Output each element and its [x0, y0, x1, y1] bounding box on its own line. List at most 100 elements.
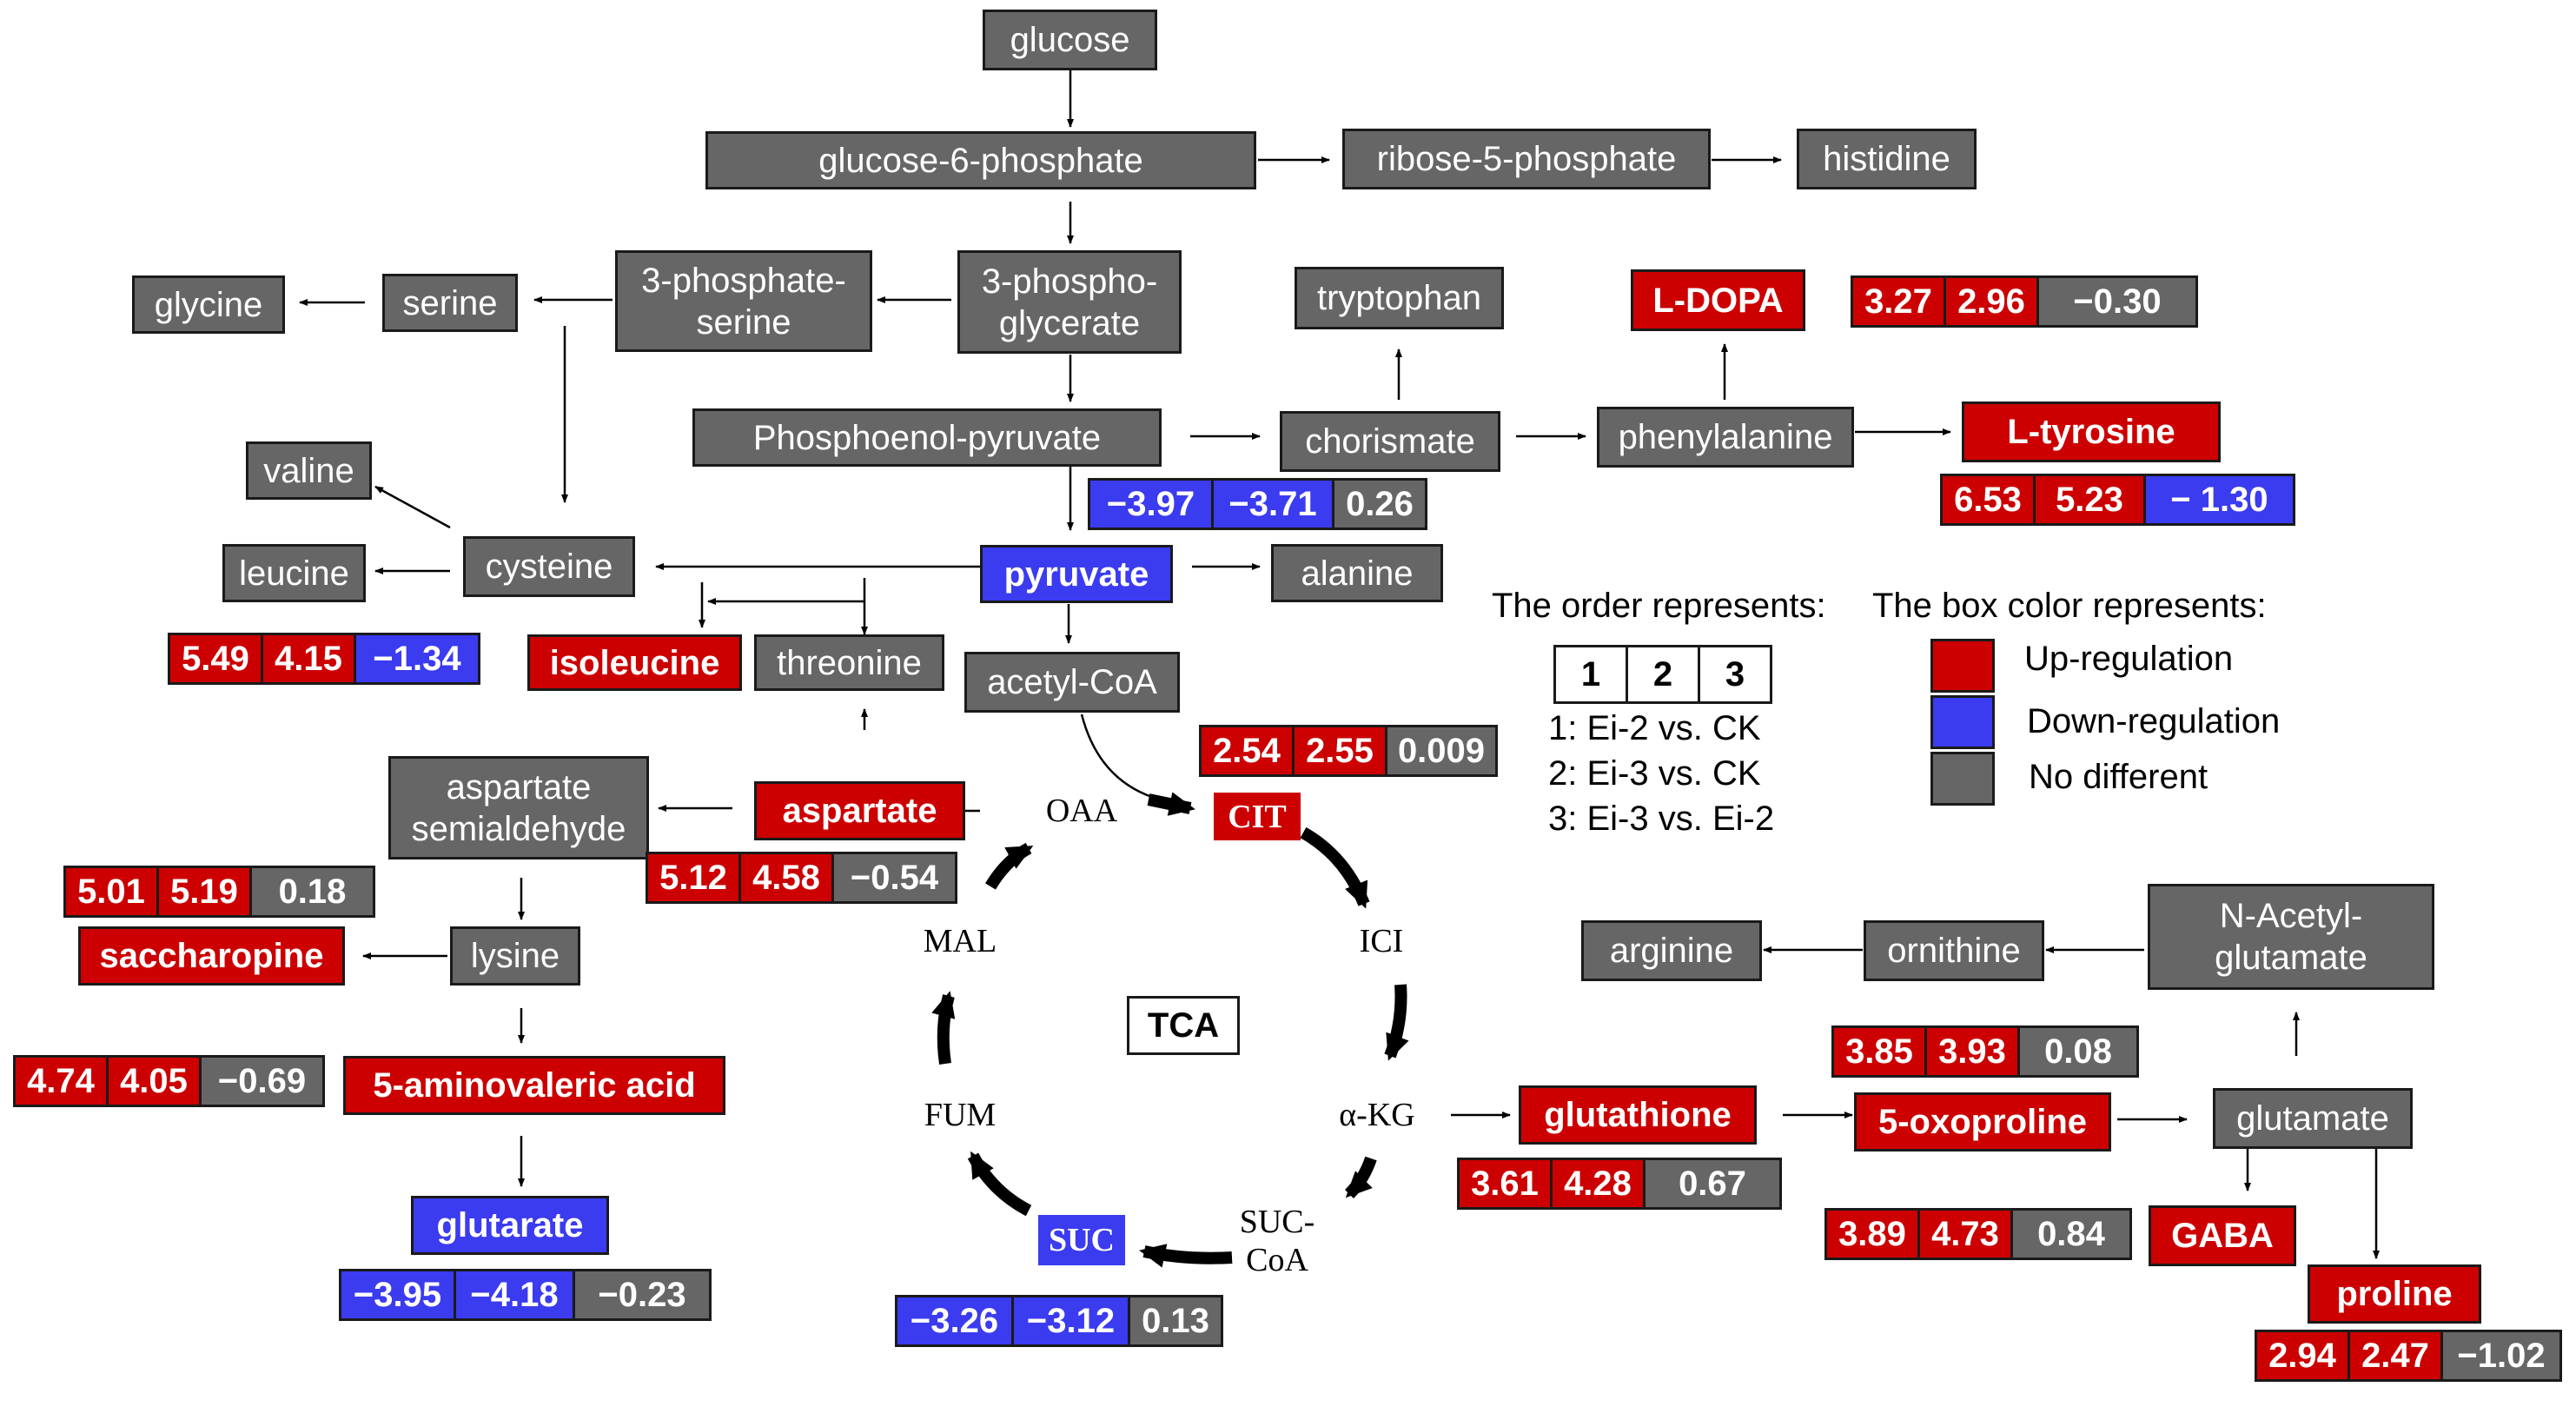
value-cell: 3.85: [1831, 1025, 1927, 1078]
legend-order-item: 1: Ei-2 vs. CK: [1548, 709, 1761, 747]
legend-color-title: The box color represents:: [1872, 587, 2267, 625]
node-ribose-5-phosphate: ribose-5-phosphate: [1342, 129, 1711, 189]
node-ornithine: ornithine: [1864, 920, 2044, 981]
node-l-dopa: L-DOPA: [1631, 269, 1805, 331]
value-cell: 0.26: [1332, 478, 1427, 530]
value-cell: 4.73: [1917, 1208, 2013, 1260]
value-cell: −3.12: [1011, 1295, 1130, 1347]
values-proline: 2.94 2.47 −1.02: [2255, 1330, 2562, 1382]
value-cell: −0.23: [573, 1269, 712, 1321]
values-suc: −3.26 −3.12 0.13: [895, 1295, 1223, 1347]
tca-fum: FUM: [924, 1097, 997, 1133]
value-cell: 2.96: [1944, 275, 2039, 328]
node-n-acetyl-glutamate-line1: N-Acetyl-: [2219, 897, 2363, 935]
node-aspartate: aspartate: [754, 781, 965, 840]
value-cell: 0.08: [2017, 1025, 2139, 1078]
tca-suc-coa: SUC- CoA: [1229, 1204, 1325, 1279]
node-glucose: glucose: [983, 10, 1157, 70]
legend-order-item: 3: Ei-3 vs. Ei-2: [1548, 800, 1775, 838]
value-cell: −0.54: [831, 852, 957, 904]
tca-center-label: TCA: [1127, 996, 1240, 1055]
value-cell: 2.94: [2255, 1330, 2350, 1382]
node-histidine: histidine: [1797, 129, 1977, 189]
node-3-phosphoglycerate-line2: glycerate: [998, 303, 1141, 342]
value-cell: −3.95: [339, 1269, 456, 1321]
value-cell: 5.01: [63, 866, 159, 918]
value-cell: 5.23: [2033, 474, 2146, 526]
node-glutamate: glutamate: [2213, 1088, 2413, 1149]
values-isoleucine: 5.49 4.15 −1.34: [168, 633, 480, 685]
node-3-phosphate-serine-line1: 3-phosphate-: [641, 261, 846, 300]
values-5-aminovaleric-acid: 4.74 4.05 −0.69: [13, 1055, 325, 1107]
legend-order-item: 2: Ei-3 vs. CK: [1548, 754, 1761, 793]
value-cell: 4.15: [261, 633, 356, 685]
values-cit: 2.54 2.55 0.009: [1199, 725, 1498, 777]
value-cell: 0.009: [1385, 725, 1498, 777]
values-saccharopine: 5.01 5.19 0.18: [63, 866, 375, 918]
value-cell: 3.93: [1924, 1025, 2020, 1078]
legend-order-box: 1 2 3: [1553, 645, 1772, 704]
node-arginine: arginine: [1581, 920, 1762, 981]
tca-oaa: OAA: [1045, 793, 1118, 829]
tca-ici: ICI: [1359, 923, 1404, 959]
node-gaba: GABA: [2149, 1205, 2296, 1266]
value-cell: 2.54: [1199, 725, 1295, 777]
node-leucine: leucine: [222, 544, 366, 602]
node-proline: proline: [2308, 1264, 2481, 1324]
value-cell: 0.67: [1643, 1158, 1782, 1210]
values-l-tyrosine: 6.53 5.23 − 1.30: [1940, 474, 2295, 526]
node-lysine: lysine: [450, 926, 580, 986]
value-cell: −0.69: [199, 1055, 325, 1107]
value-cell: 4.74: [13, 1055, 109, 1107]
node-3-phosphoglycerate-line1: 3-phospho-: [981, 262, 1158, 301]
value-cell: −3.71: [1211, 478, 1334, 530]
value-cell: 0.84: [2010, 1208, 2132, 1260]
node-glucose-6-phosphate: glucose-6-phosphate: [705, 131, 1256, 189]
value-cell: 0.13: [1128, 1295, 1223, 1347]
value-cell: 5.12: [646, 852, 741, 904]
node-glycine: glycine: [132, 275, 285, 334]
value-cell: 3.89: [1824, 1208, 1920, 1260]
value-cell: 3.27: [1851, 275, 1946, 328]
node-aspartate-semialdehyde-line1: aspartate: [446, 767, 592, 806]
node-5-aminovaleric-acid: 5-aminovaleric acid: [343, 1056, 725, 1115]
node-3-phosphoglycerate: 3-phospho- glycerate: [957, 250, 1182, 354]
tca-suc-coa-line2: CoA: [1246, 1241, 1308, 1278]
value-cell: −3.97: [1088, 478, 1214, 530]
legend-order-cell: 1: [1556, 647, 1628, 701]
value-cell: 0.18: [249, 866, 375, 918]
node-chorismate: chorismate: [1280, 411, 1500, 472]
node-serine: serine: [382, 274, 518, 332]
value-cell: 5.49: [168, 633, 263, 685]
tca-suc: SUC: [1038, 1215, 1125, 1265]
node-glutathione: glutathione: [1519, 1085, 1757, 1145]
value-cell: 2.55: [1292, 725, 1387, 777]
node-aspartate-semialdehyde: aspartate semialdehyde: [388, 756, 649, 859]
tca-suc-coa-line1: SUC-: [1239, 1204, 1315, 1240]
values-5-oxoproline: 3.85 3.93 0.08: [1831, 1025, 2139, 1078]
legend-swatch-down: [1930, 695, 1995, 749]
value-cell: 6.53: [1940, 474, 2036, 526]
value-cell: −3.26: [895, 1295, 1014, 1347]
legend-color-item-up: Up-regulation: [2024, 640, 2234, 678]
node-pyruvate: pyruvate: [980, 545, 1173, 603]
value-cell: 5.19: [156, 866, 252, 918]
legend-order-title: The order represents:: [1492, 587, 1826, 625]
node-threonine: threonine: [754, 634, 944, 691]
node-5-oxoproline: 5-oxoproline: [1854, 1092, 2111, 1151]
value-cell: 3.61: [1457, 1158, 1553, 1210]
legend-order-cell: 3: [1725, 654, 1745, 694]
tca-cit: CIT: [1214, 793, 1301, 840]
node-saccharopine: saccharopine: [78, 926, 345, 986]
values-glutarate: −3.95 −4.18 −0.23: [339, 1269, 712, 1321]
legend-swatch-up: [1930, 639, 1995, 693]
node-valine: valine: [246, 441, 372, 500]
values-gaba: 3.89 4.73 0.84: [1824, 1208, 2132, 1260]
tca-akg: α-KG: [1339, 1097, 1415, 1133]
value-cell: −1.34: [354, 633, 480, 685]
node-3-phosphate-serine: 3-phosphate- serine: [615, 250, 872, 352]
legend-color-item-down: Down-regulation: [2027, 702, 2281, 740]
value-cell: −1.02: [2440, 1330, 2562, 1382]
